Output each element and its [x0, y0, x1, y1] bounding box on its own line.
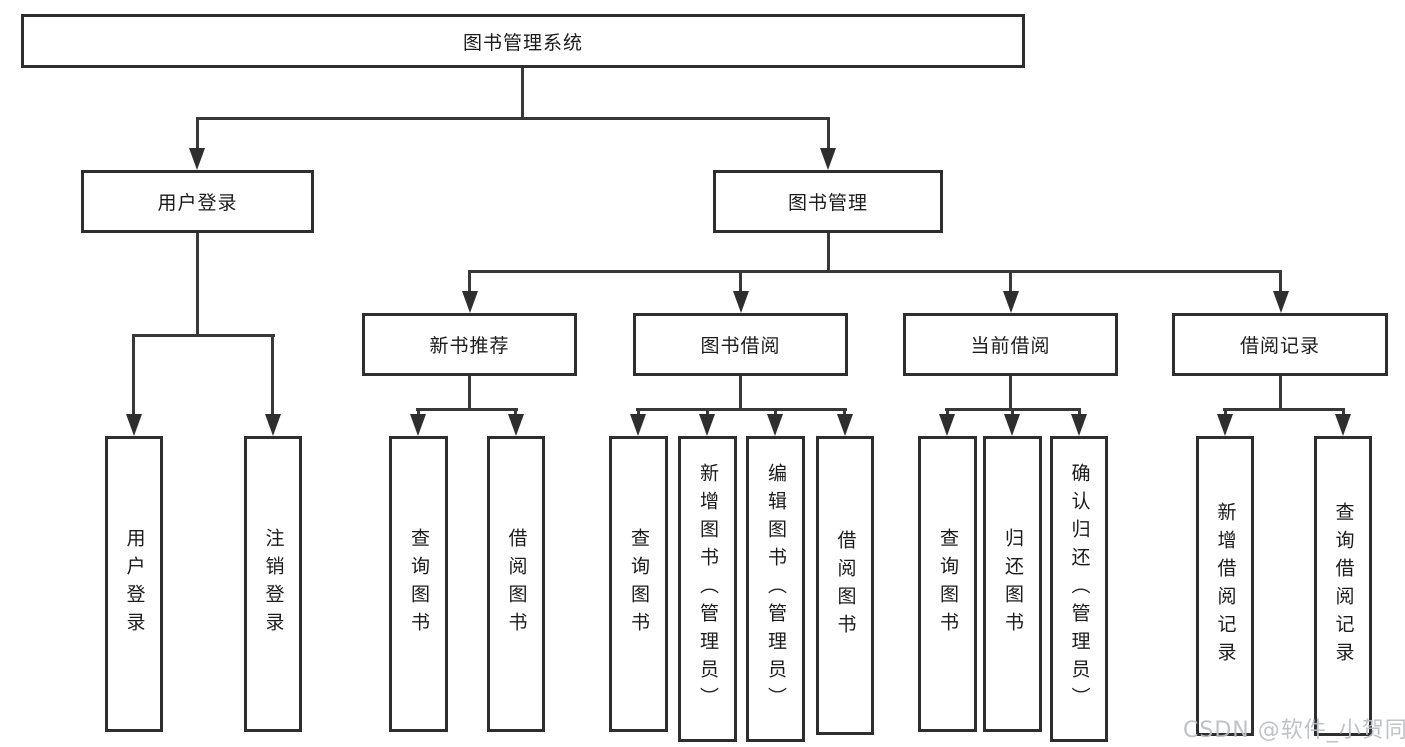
connector-line: [514, 408, 517, 418]
leaf-confirm-return-admin: 确认归还（管理员）: [1050, 436, 1108, 742]
node-borrowing-records-label: 借阅记录: [1239, 335, 1320, 357]
leaf-edit-books-admin-label: 编辑图书（管理员）: [765, 463, 787, 715]
connector-line: [1279, 376, 1282, 411]
connector-line: [637, 408, 640, 418]
connector-line: [196, 117, 830, 120]
connector-line: [827, 233, 830, 273]
connector-line: [521, 68, 524, 120]
connector-line: [1009, 376, 1012, 411]
connector-line: [468, 376, 471, 411]
watermark: CSDN @软件_小贺同学: [1183, 718, 1405, 743]
connector-line: [1009, 270, 1012, 295]
leaf-return-books: 归还图书: [983, 436, 1042, 732]
leaf-add-books-admin-label: 新增图书（管理员）: [697, 463, 719, 715]
node-user-login-label: 用户登录: [157, 192, 238, 214]
arrowhead-icon: [837, 414, 853, 436]
leaf-query-books-1-label: 查询图书: [408, 528, 430, 640]
arrowhead-icon: [462, 291, 478, 313]
connector-line: [739, 270, 742, 295]
connector-line: [1078, 408, 1081, 418]
node-root: 图书管理系统: [21, 14, 1025, 68]
leaf-add-books-admin: 新增图书（管理员）: [678, 436, 737, 742]
arrowhead-icon: [126, 414, 142, 436]
connector-line: [132, 334, 135, 416]
connector-line: [468, 270, 1282, 273]
node-new-book-recommend: 新书推荐: [362, 313, 577, 376]
connector-line: [946, 408, 949, 418]
node-book-management-label: 图书管理: [787, 192, 868, 214]
leaf-borrow-books-2-label: 借阅图书: [834, 529, 857, 642]
arrowhead-icon: [1273, 291, 1289, 313]
node-user-login: 用户登录: [81, 170, 314, 233]
leaf-query-books-1: 查询图书: [389, 436, 448, 732]
arrowhead-icon: [189, 148, 205, 170]
leaf-user-login: 用户登录: [105, 436, 163, 732]
leaf-borrow-books-1: 借阅图书: [487, 436, 545, 732]
arrowhead-icon: [699, 414, 715, 436]
arrowhead-icon: [1071, 414, 1087, 436]
leaf-query-borrow-record-label: 查询借阅记录: [1332, 502, 1355, 670]
connector-line: [1011, 408, 1014, 418]
leaf-edit-books-admin: 编辑图书（管理员）: [746, 436, 805, 742]
arrowhead-icon: [1335, 414, 1351, 436]
arrowhead-icon: [820, 148, 836, 170]
node-current-borrowing: 当前借阅: [903, 313, 1118, 376]
arrowhead-icon: [1004, 414, 1020, 436]
arrowhead-icon: [733, 291, 749, 313]
connector-line: [739, 376, 742, 411]
connector-line: [196, 233, 199, 337]
arrowhead-icon: [1003, 291, 1019, 313]
connector-line: [843, 408, 846, 418]
leaf-logout: 注销登录: [244, 436, 302, 732]
leaf-borrow-books-1-label: 借阅图书: [505, 528, 528, 640]
leaf-add-borrow-record-label: 新增借阅记录: [1214, 502, 1237, 670]
node-root-label: 图书管理系统: [462, 31, 583, 54]
connector-line: [827, 117, 830, 151]
connector-line: [636, 408, 847, 411]
connector-line: [271, 334, 274, 416]
arrowhead-icon: [410, 414, 426, 436]
connector-line: [132, 334, 275, 337]
arrowhead-icon: [1217, 414, 1233, 436]
node-book-borrowing-label: 图书借阅: [700, 335, 781, 357]
leaf-query-borrow-record: 查询借阅记录: [1314, 436, 1372, 736]
node-book-borrowing: 图书借阅: [633, 313, 848, 376]
arrowhead-icon: [767, 414, 783, 436]
leaf-confirm-return-admin-label: 确认归还（管理员）: [1068, 463, 1091, 715]
leaf-user-login-label: 用户登录: [123, 528, 146, 640]
arrowhead-icon: [508, 414, 524, 436]
node-book-management: 图书管理: [713, 170, 943, 233]
connector-line: [706, 408, 709, 418]
node-new-book-recommend-label: 新书推荐: [429, 335, 510, 357]
leaf-borrow-books-2: 借阅图书: [816, 436, 874, 735]
leaf-query-books-3-label: 查询图书: [937, 528, 959, 640]
leaf-add-borrow-record: 新增借阅记录: [1196, 436, 1254, 736]
connector-line: [417, 408, 420, 418]
leaf-logout-label: 注销登录: [262, 528, 285, 640]
arrowhead-icon: [630, 414, 646, 436]
connector-line: [1342, 408, 1345, 418]
connector-line: [468, 270, 471, 295]
arrowhead-icon: [265, 414, 281, 436]
arrowhead-icon: [939, 414, 955, 436]
leaf-query-books-2: 查询图书: [609, 436, 668, 732]
connector-line: [774, 408, 777, 418]
connector-line: [1223, 408, 1345, 411]
node-current-borrowing-label: 当前借阅: [970, 335, 1051, 357]
node-borrowing-records: 借阅记录: [1172, 313, 1388, 376]
connector-line: [416, 408, 518, 411]
leaf-return-books-label: 归还图书: [1002, 528, 1024, 640]
connector-line: [1279, 270, 1282, 295]
connector-line: [1224, 408, 1227, 418]
connector-line: [196, 117, 199, 151]
leaf-query-books-3: 查询图书: [918, 436, 977, 732]
leaf-query-books-2-label: 查询图书: [628, 528, 650, 640]
